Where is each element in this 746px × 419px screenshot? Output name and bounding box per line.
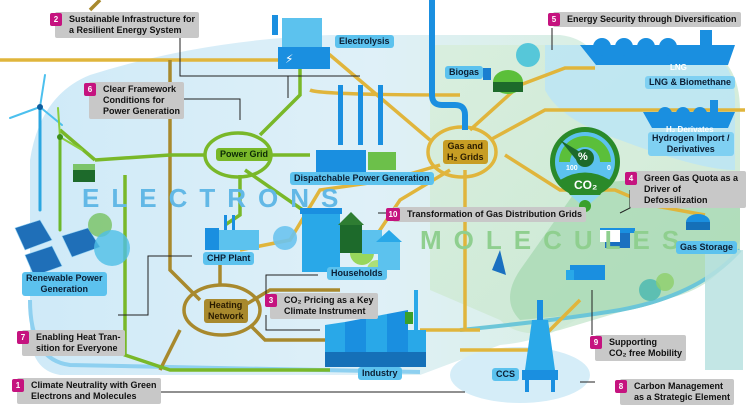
apartment-building bbox=[300, 208, 402, 272]
hydrogen-import-label: Hydrogen Import / Derivatives bbox=[648, 132, 734, 156]
tree bbox=[639, 279, 661, 301]
power-grid-label: Power Grid bbox=[216, 148, 273, 161]
callout-8: 8 Carbon Management as a Strategic Elemen… bbox=[615, 379, 735, 405]
heating-ring bbox=[182, 283, 262, 337]
renewable-power-label: Renewable Power Generation bbox=[22, 272, 107, 296]
chp-plant-label: CHP Plant bbox=[203, 252, 255, 265]
callout-1: 1 Climate Neutrality with Green Electrons… bbox=[12, 378, 161, 404]
callout-text: Carbon Management as a Strategic Element bbox=[634, 381, 731, 402]
gauge-min-label: 100 bbox=[566, 165, 578, 172]
callout-3: 3 CO₂ Pricing as a Key Climate Instrument bbox=[265, 293, 378, 319]
ccs-water bbox=[450, 347, 590, 403]
callout-text: Supporting CO₂ free Mobility bbox=[609, 337, 683, 358]
callout-badge: 6 bbox=[84, 83, 96, 96]
gas-h2-grids-label: Gas and H₂ Grids bbox=[443, 140, 488, 164]
callout-badge: 4 bbox=[625, 172, 637, 185]
power-plant bbox=[316, 85, 396, 175]
callout-badge: 9 bbox=[590, 336, 602, 349]
truck bbox=[566, 265, 605, 280]
h2-ship bbox=[643, 100, 735, 128]
callout-10: 10 Transformation of Gas Distribution Gri… bbox=[386, 207, 587, 222]
callout-badge: 10 bbox=[386, 208, 400, 221]
tree bbox=[88, 213, 112, 237]
callout-5: 5 Energy Security through Diversification bbox=[548, 12, 741, 27]
ccs-tower bbox=[522, 300, 558, 392]
dispatchable-power-label: Dispatchable Power Generation bbox=[290, 172, 434, 185]
callout-badge: 5 bbox=[548, 13, 560, 26]
gas-storage-label: Gas Storage bbox=[676, 241, 738, 254]
industry-label: Industry bbox=[358, 367, 402, 380]
heat-lines bbox=[88, 0, 340, 371]
callout-badge: 3 bbox=[265, 294, 277, 307]
callout-text: Sustainable Infrastructure for a Resilie… bbox=[69, 14, 196, 35]
tree bbox=[656, 273, 674, 291]
callout-2: 2 Sustainable Infrastructure for a Resili… bbox=[50, 12, 200, 38]
callout-text: Clear Framework Conditions for Power Gen… bbox=[103, 84, 181, 116]
heating-network-label: Heating Network bbox=[204, 299, 248, 323]
electrolysis-plant: ⚡ bbox=[272, 15, 330, 69]
callout-badge: 8 bbox=[615, 380, 627, 393]
lng-ship bbox=[580, 30, 735, 65]
solar-panels bbox=[14, 219, 101, 277]
power-lines bbox=[58, 60, 330, 372]
lng-ship-label: LNG bbox=[670, 63, 687, 72]
svg-text:⚡: ⚡ bbox=[285, 52, 293, 66]
chp-plant bbox=[205, 215, 259, 250]
tree bbox=[273, 226, 297, 250]
callout-7: 7 Enabling Heat Tran- sition for Everyone bbox=[17, 330, 125, 356]
callout-text: Transformation of Gas Distribution Grids bbox=[407, 209, 583, 219]
molecules-title: MOLECULES bbox=[420, 225, 692, 255]
tree bbox=[516, 43, 540, 67]
gas-station bbox=[600, 228, 635, 248]
industry-factory bbox=[325, 290, 426, 367]
wind-turbines bbox=[9, 74, 83, 232]
callout-9: 9 Supporting CO₂ free Mobility bbox=[590, 335, 687, 361]
callout-text: CO₂ Pricing as a Key Climate Instrument bbox=[284, 295, 374, 316]
gas-pipeline bbox=[429, 0, 468, 130]
h2-derivates-ship-label: H₂ Derivates bbox=[666, 125, 714, 134]
callout-badge: 7 bbox=[17, 331, 29, 344]
callout-text: Enabling Heat Tran- sition for Everyone bbox=[36, 332, 121, 353]
gauge-co2-label: CO₂ bbox=[574, 178, 598, 192]
callout-4: 4 Green Gas Quota as a Driver of Defossil… bbox=[625, 171, 746, 208]
callout-badge: 2 bbox=[50, 13, 62, 26]
storage-cylinder bbox=[705, 250, 743, 370]
co2-gauge bbox=[550, 127, 620, 212]
callout-badge: 1 bbox=[12, 379, 24, 392]
gauge-unit: % bbox=[578, 151, 588, 163]
callout-6: 6 Clear Framework Conditions for Power Ge… bbox=[84, 82, 185, 119]
lng-biomethane-label: LNG & Biomethane bbox=[645, 76, 736, 89]
callout-text: Energy Security through Diversification bbox=[567, 14, 737, 24]
small-house bbox=[73, 168, 95, 182]
ccs-label: CCS bbox=[492, 368, 520, 381]
callout-text: Green Gas Quota as a Driver of Defossili… bbox=[644, 173, 739, 205]
callout-text: Climate Neutrality with Green Electrons … bbox=[31, 380, 157, 401]
electrons-title: ELECTRONS bbox=[82, 183, 351, 213]
capture-funnel bbox=[492, 250, 506, 275]
gauge-max-label: 0 bbox=[607, 165, 611, 172]
electrolysis-label: Electrolysis bbox=[335, 35, 394, 48]
biogas-label: Biogas bbox=[445, 66, 484, 79]
tree bbox=[94, 230, 130, 266]
households-label: Households bbox=[327, 267, 387, 280]
